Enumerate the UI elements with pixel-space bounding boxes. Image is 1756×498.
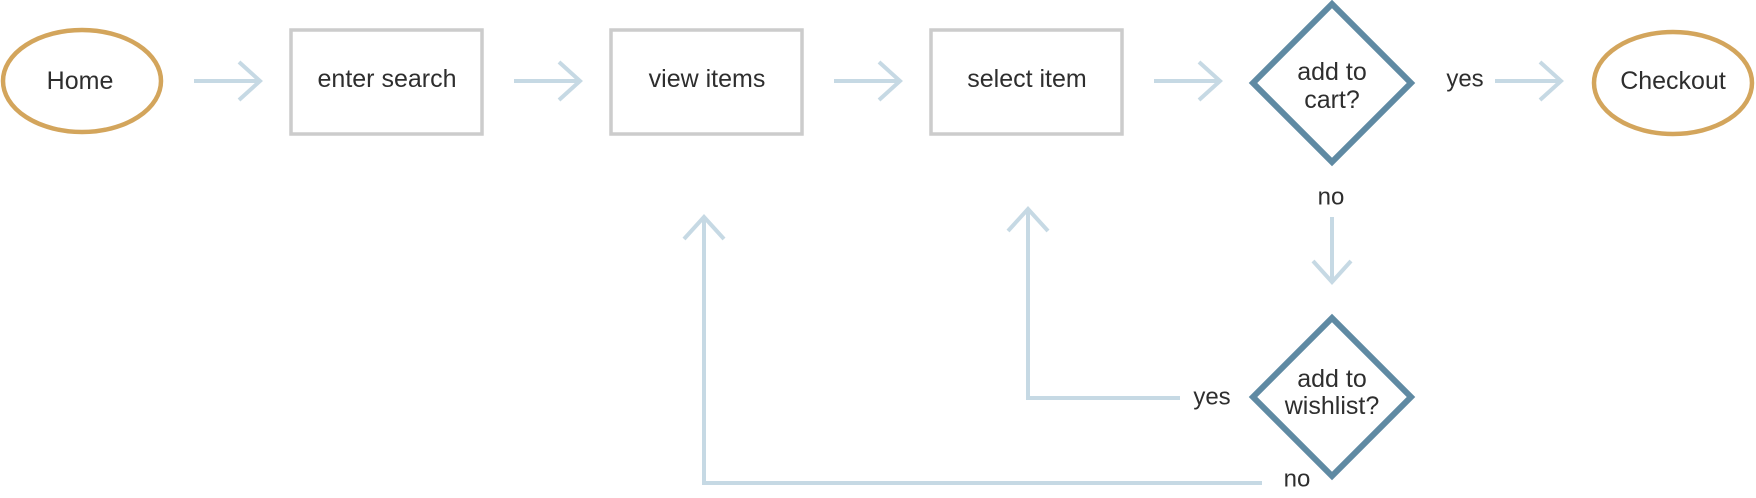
node-add-to-wishlist-label-line1: add to bbox=[1297, 365, 1367, 393]
node-add-to-wishlist: add to wishlist? bbox=[1248, 313, 1416, 481]
arrow-add-to-wishlist-to-select-item bbox=[1006, 206, 1180, 400]
arrow-select-item-to-add-to-cart bbox=[1154, 60, 1223, 102]
connectors bbox=[194, 60, 1564, 485]
node-enter-search-label: enter search bbox=[318, 65, 457, 93]
node-view-items: view items bbox=[609, 28, 804, 136]
node-checkout: Checkout bbox=[1591, 29, 1755, 137]
edge-label-wishlist-no: no bbox=[1284, 466, 1311, 493]
node-add-to-wishlist-label-line2: wishlist? bbox=[1284, 392, 1379, 420]
arrow-add-to-wishlist-to-view-items bbox=[682, 214, 1262, 485]
arrow-home-to-enter-search bbox=[194, 60, 263, 102]
node-add-to-cart-label-line1: add to bbox=[1297, 58, 1367, 86]
node-add-to-cart-label-line2: cart? bbox=[1304, 86, 1360, 114]
node-select-item: select item bbox=[929, 28, 1124, 136]
node-add-to-cart: add to cart? bbox=[1248, 0, 1416, 167]
arrow-view-items-to-select-item bbox=[834, 60, 903, 102]
node-enter-search: enter search bbox=[289, 28, 484, 136]
arrow-add-to-cart-to-add-to-wishlist bbox=[1311, 217, 1353, 285]
node-home-label: Home bbox=[47, 67, 114, 95]
edge-label-cart-no: no bbox=[1318, 184, 1345, 211]
arrow-enter-search-to-view-items bbox=[514, 60, 583, 102]
edge-label-cart-yes: yes bbox=[1446, 66, 1483, 93]
node-view-items-label: view items bbox=[649, 65, 766, 93]
node-select-item-label: select item bbox=[967, 65, 1086, 93]
node-checkout-label: Checkout bbox=[1620, 67, 1726, 95]
node-home: Home bbox=[0, 27, 164, 135]
edge-label-wishlist-yes: yes bbox=[1193, 384, 1230, 411]
arrow-add-to-cart-to-checkout bbox=[1495, 60, 1564, 102]
